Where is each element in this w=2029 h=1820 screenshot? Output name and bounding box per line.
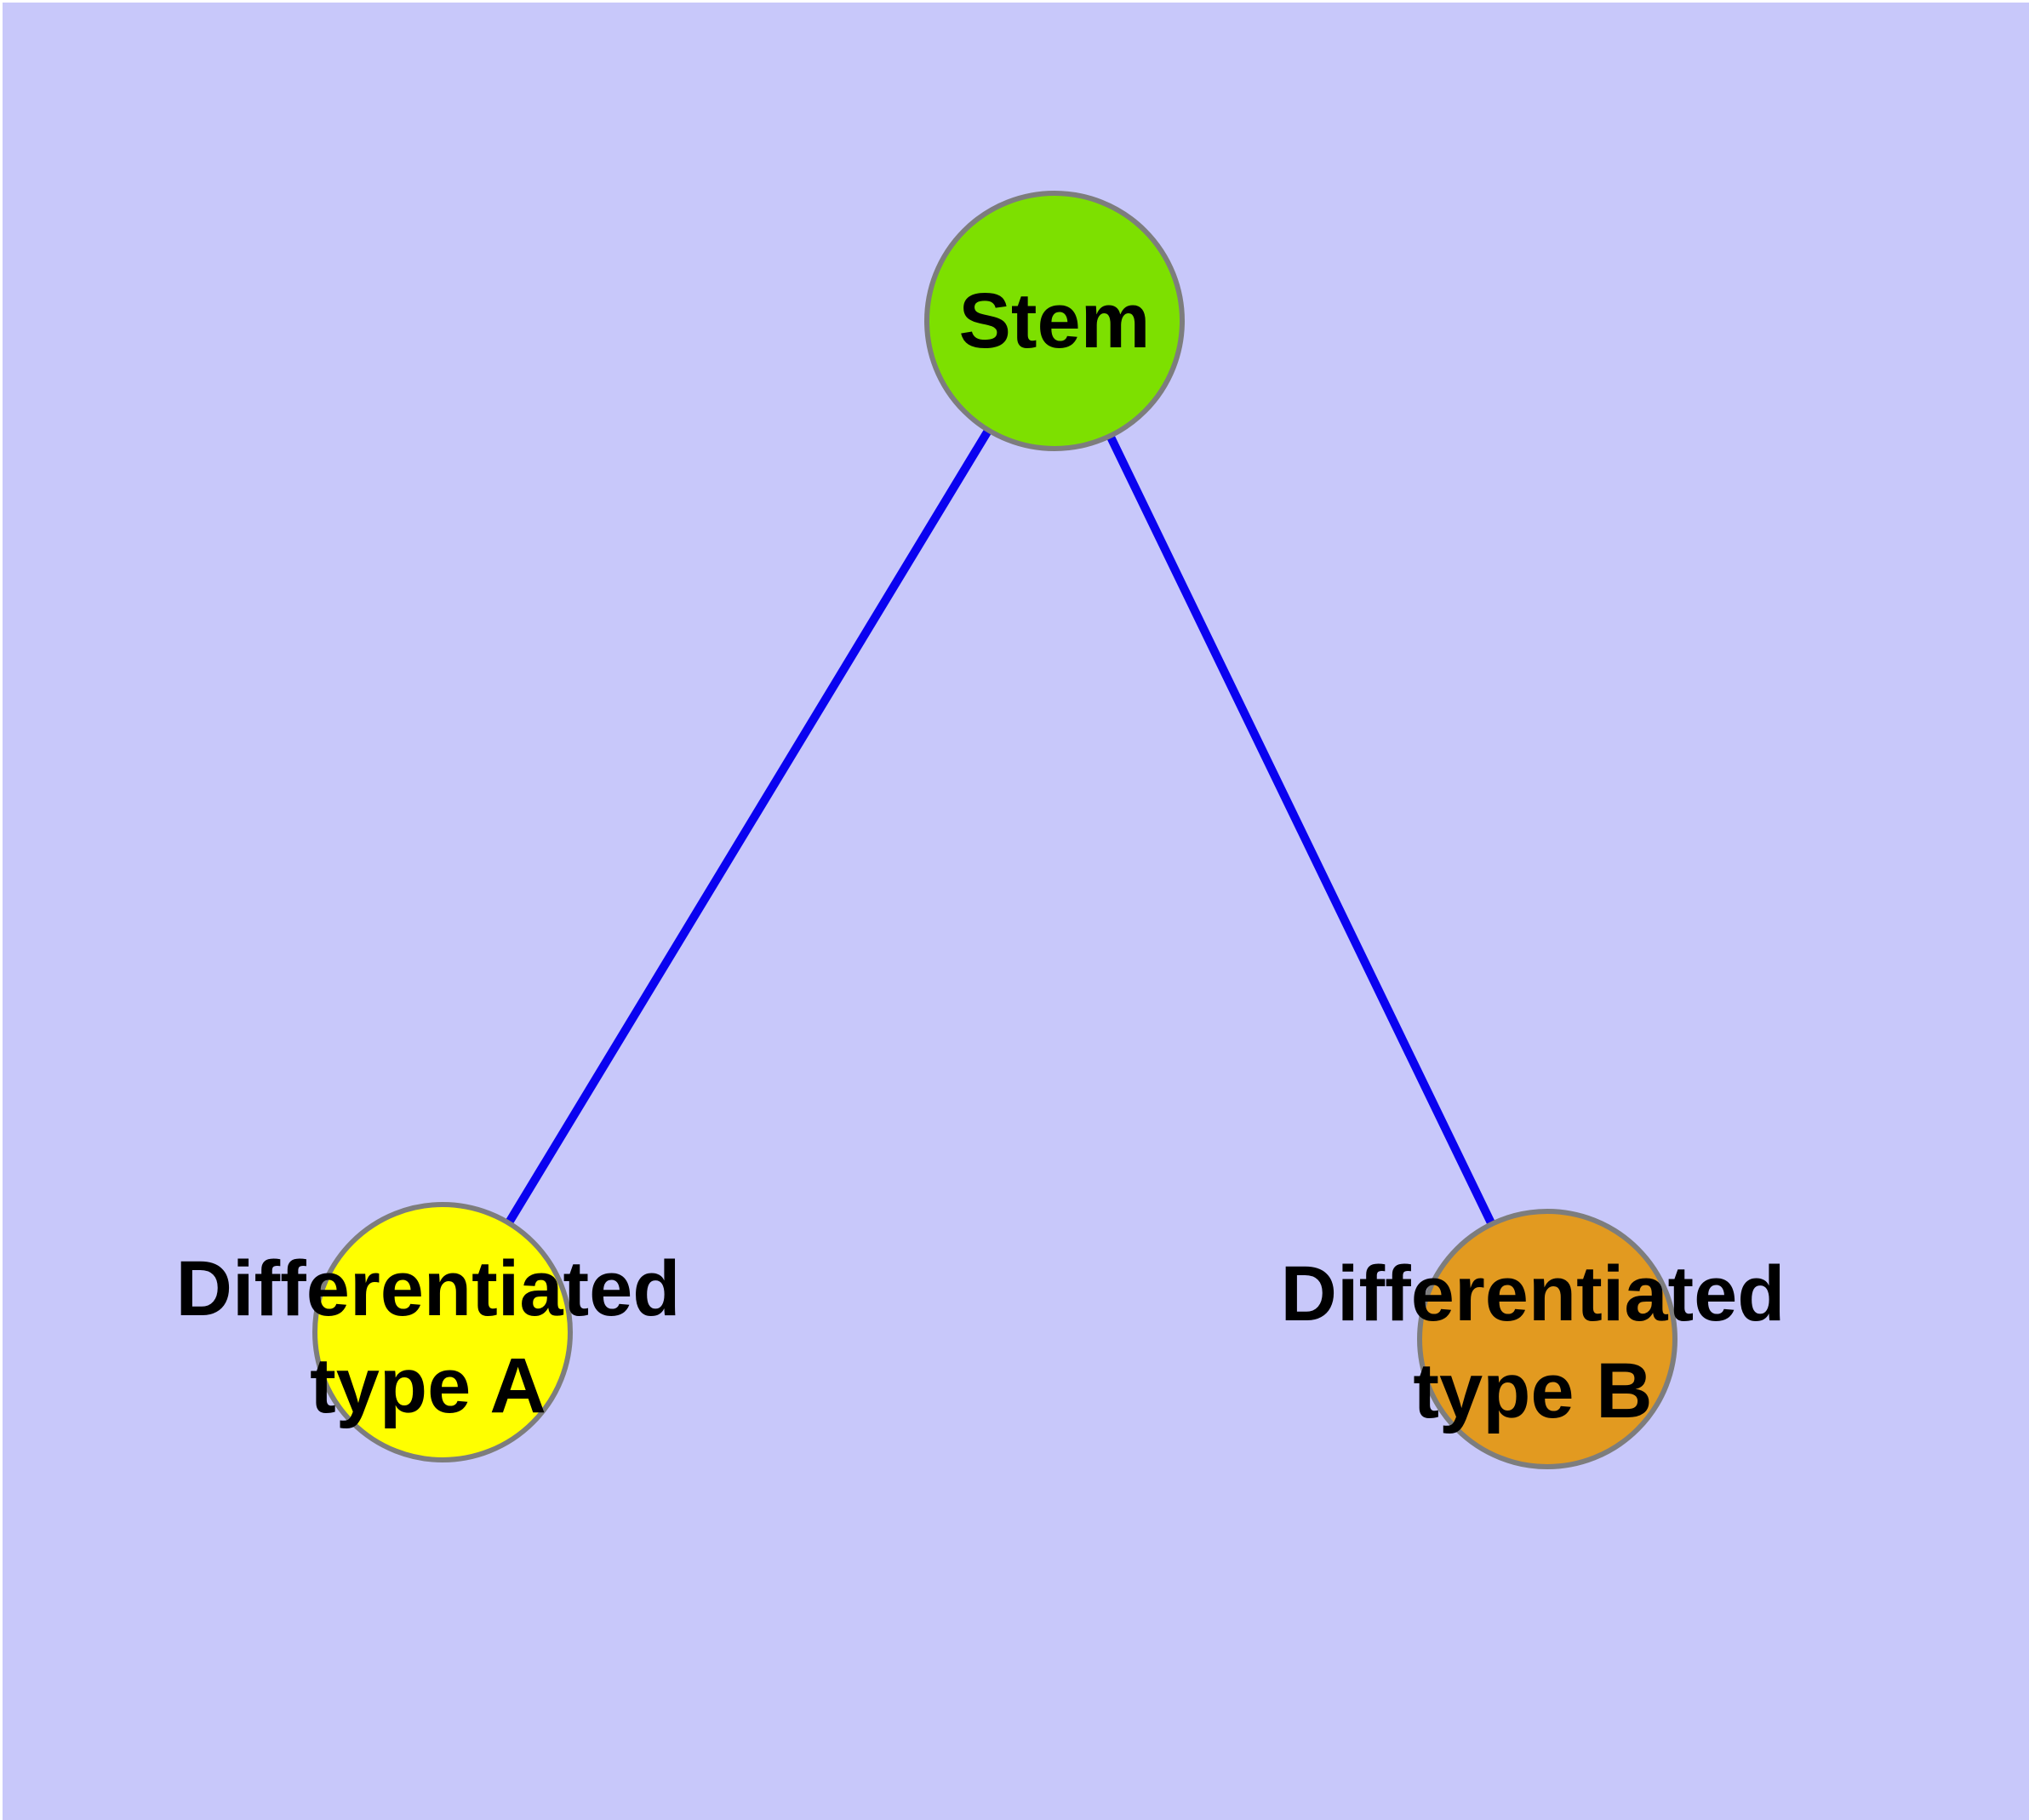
- edges-layer: [438, 318, 1552, 1342]
- stem-node-circle: [924, 191, 1185, 451]
- stem-node-label: Stem: [958, 277, 1151, 364]
- type-a-node-circle: [312, 1202, 573, 1462]
- type-a-node-label: Differentiated type A: [175, 1245, 681, 1429]
- edge-stem-to-type-b: [1050, 318, 1552, 1342]
- type-b-node-label: Differentiated type B: [1280, 1250, 1786, 1434]
- edge-stem-to-type-a: [438, 318, 1059, 1335]
- type-b-node-circle: [1417, 1209, 1677, 1469]
- graph-layer: [312, 191, 1677, 1469]
- nodes-layer: [312, 191, 1677, 1469]
